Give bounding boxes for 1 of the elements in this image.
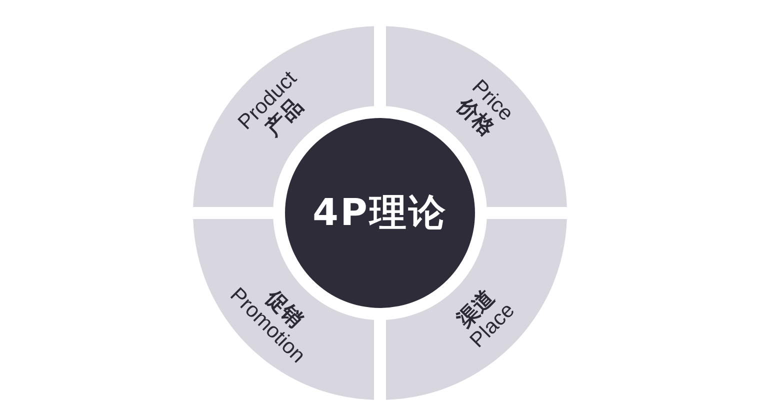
center-title: 4P理论 (312, 190, 448, 236)
